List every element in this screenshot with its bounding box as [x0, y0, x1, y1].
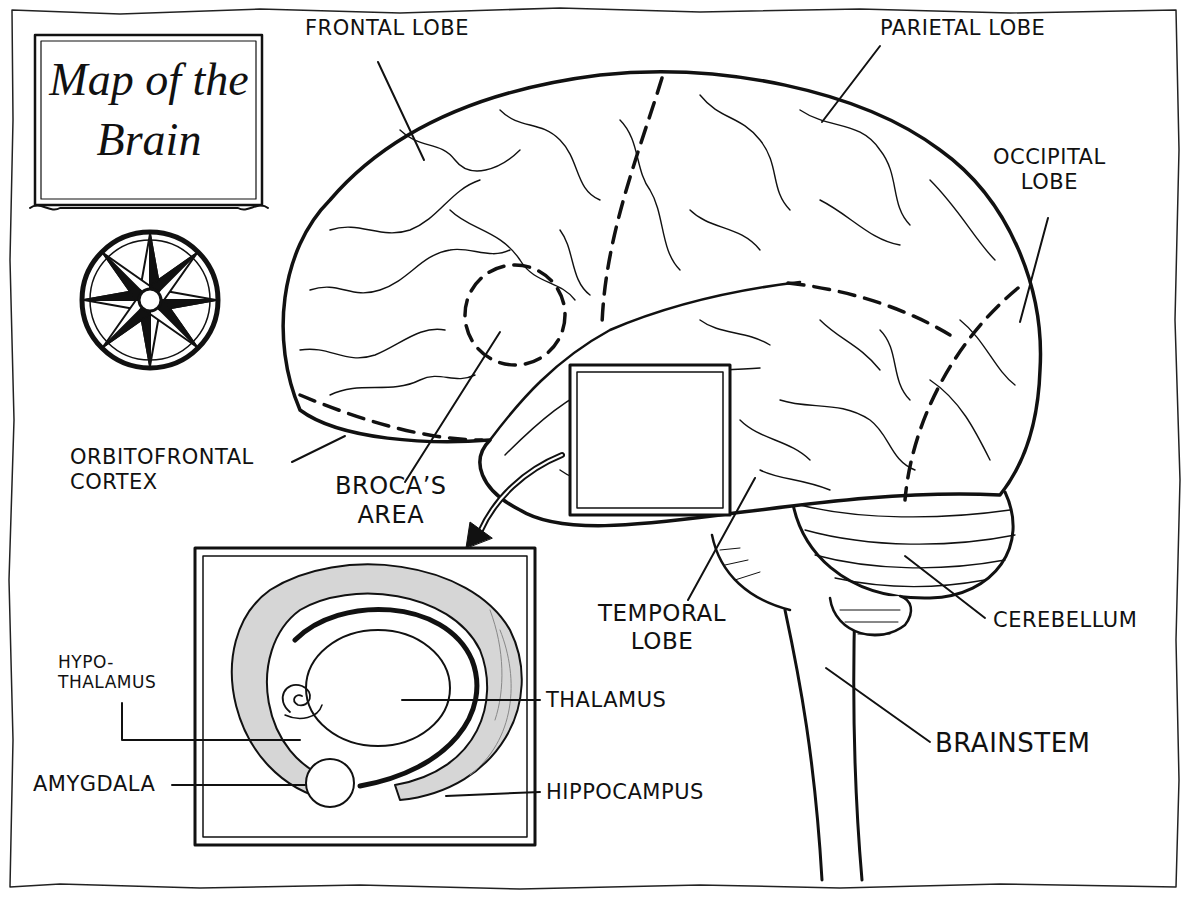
- illustration-stroke: [780, 400, 915, 470]
- illustration-stroke: [139, 289, 161, 311]
- illustration-stroke: [378, 62, 424, 160]
- part-label: HYPO- THALAMUS: [58, 652, 156, 693]
- illustration-stroke: [820, 200, 900, 245]
- illustration-stroke: [306, 759, 354, 807]
- part-label: THALAMUS: [546, 688, 666, 713]
- illustration-stroke: [285, 705, 322, 718]
- illustration-stroke: [826, 668, 930, 742]
- illustration-stroke: [620, 120, 680, 270]
- illustration-stroke: [330, 375, 475, 395]
- illustration-stroke: [960, 320, 1015, 385]
- illustration-stroke: [400, 130, 520, 171]
- illustration-stroke: [84, 234, 216, 366]
- part-label: AMYGDALA: [33, 772, 155, 797]
- illustration-stroke: [905, 556, 985, 618]
- illustration-stroke: [41, 41, 256, 199]
- part-label: OCCIPITAL LOBE: [993, 145, 1106, 195]
- illustration-stroke: [300, 329, 445, 358]
- illustration-stroke: [840, 610, 900, 634]
- illustration-stroke: [822, 46, 880, 122]
- part-label: PARIETAL LOBE: [880, 16, 1045, 41]
- illustration-stroke: [232, 564, 522, 800]
- illustration-stroke: [122, 703, 300, 740]
- illustration-stroke: [602, 78, 662, 325]
- illustration-stroke: [830, 596, 911, 635]
- illustration-stroke: [172, 784, 305, 786]
- illustration-stroke: [122, 46, 1048, 796]
- illustration-stroke: [480, 455, 562, 532]
- illustration-stroke: [688, 478, 755, 600]
- illustration-stroke: [740, 420, 810, 460]
- illustration-stroke: [500, 110, 600, 200]
- illustration-stroke: [402, 699, 540, 701]
- illustration-stroke: [700, 320, 770, 345]
- illustration-stroke: [788, 283, 950, 335]
- illustration-stroke: [800, 110, 910, 225]
- illustration-stroke: [930, 380, 990, 460]
- illustration-stroke: [446, 792, 540, 796]
- illustration-stroke: [306, 630, 450, 746]
- illustration-stroke: [560, 230, 590, 295]
- illustration-stroke: [785, 610, 822, 880]
- illustration-stroke: [9, 8, 1180, 889]
- part-label: BRAINSTEM: [935, 728, 1091, 759]
- illustration-stroke: [82, 232, 218, 368]
- illustration-stroke: [880, 330, 910, 400]
- part-label: FRONTAL LOBE: [305, 16, 469, 41]
- illustration-stroke: [820, 320, 880, 370]
- illustration-stroke: [283, 685, 310, 712]
- illustration-stroke: [690, 210, 760, 250]
- illustration-stroke: [283, 72, 1040, 526]
- part-label: ORBITOFRONTAL CORTEX: [70, 445, 254, 495]
- illustration-stroke: [1020, 218, 1048, 322]
- illustration-stroke: [405, 332, 500, 482]
- illustration-stroke: [700, 95, 790, 210]
- part-label: TEMPORAL LOBE: [598, 600, 726, 655]
- illustration-stroke: [466, 522, 492, 548]
- illustration-stroke: [930, 180, 995, 260]
- illustration-stroke: [195, 548, 535, 845]
- part-label: CEREBELLUM: [993, 608, 1137, 633]
- illustration-stroke: [450, 210, 575, 300]
- illustration-stroke: [570, 365, 730, 515]
- illustration-stroke: [800, 505, 1015, 587]
- illustration-stroke: [854, 600, 862, 880]
- illustration-stroke: [480, 455, 562, 532]
- illustration-stroke: [712, 535, 790, 610]
- illustration-stroke: [465, 265, 565, 365]
- illustration-stroke: [720, 548, 760, 580]
- map-title: Map of the Brain: [44, 50, 254, 170]
- illustration-stroke: [577, 372, 723, 508]
- illustration-stroke: [330, 180, 480, 233]
- illustration-stroke: [905, 288, 1018, 500]
- illustration-stroke: [292, 436, 345, 462]
- illustration-stroke: [310, 249, 510, 293]
- illustration-stroke: [30, 205, 268, 209]
- part-label: HIPPOCAMPUS: [546, 780, 704, 805]
- part-label: BROCA’S AREA: [335, 472, 447, 530]
- illustration-stroke: [82, 232, 218, 368]
- illustration-stroke: [760, 470, 830, 490]
- illustration-stroke: [35, 35, 262, 205]
